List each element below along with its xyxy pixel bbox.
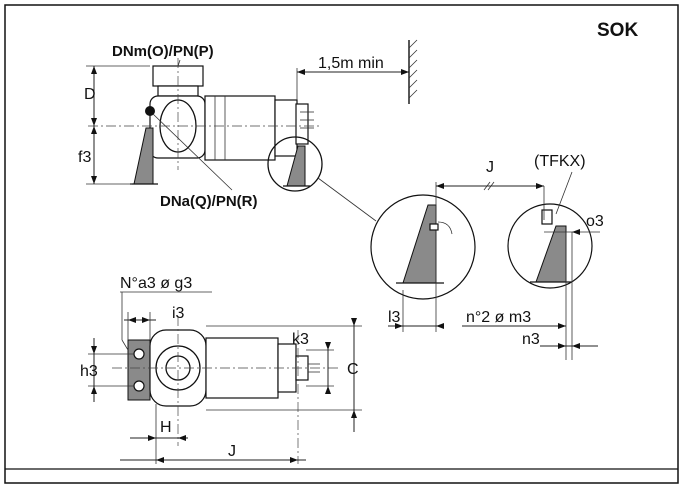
label-holes-g3: N°a3 ø g3 [120,275,192,292]
label-d: D [84,86,96,103]
label-holes-m3: n°2 ø m3 [466,309,531,326]
label-f3: f3 [78,149,91,166]
label-h: H [160,419,172,436]
label-j-top: J [486,159,494,176]
label-discharge-conn: DNm(O)/PN(P) [112,43,214,60]
label-j-bottom: J [228,443,236,460]
detail-view-2: (TFKX) o3 n°2 ø m3 n3 [462,153,604,360]
detail-callout-circle [267,136,323,192]
label-o3: o3 [586,213,604,230]
label-wall-clearance: 1,5m min [318,55,384,72]
detail-view-1: J l3 [370,159,544,332]
label-c: C [347,361,359,378]
suction-port [145,106,155,116]
label-l3: l3 [388,309,401,326]
label-suction-conn: DNa(Q)/PN(R) [160,193,258,210]
label-n3: n3 [522,331,540,348]
drawing-border [4,4,679,484]
label-h3: h3 [80,363,98,380]
terminal-box [295,103,309,145]
pump-casing [149,95,206,159]
label-k3: k3 [292,331,309,348]
front-foot [133,127,154,185]
label-tfkx: (TFKX) [534,153,586,170]
motor-body [204,95,276,161]
side-view: D f3 DNm(O)/PN(P) DNa(Q)/PN(R) 1,5m min [78,39,418,222]
plan-view: N°a3 ø g3 i3 h3 C k3 [80,275,362,464]
model-title: SOK [597,20,638,41]
label-i3: i3 [172,305,185,322]
